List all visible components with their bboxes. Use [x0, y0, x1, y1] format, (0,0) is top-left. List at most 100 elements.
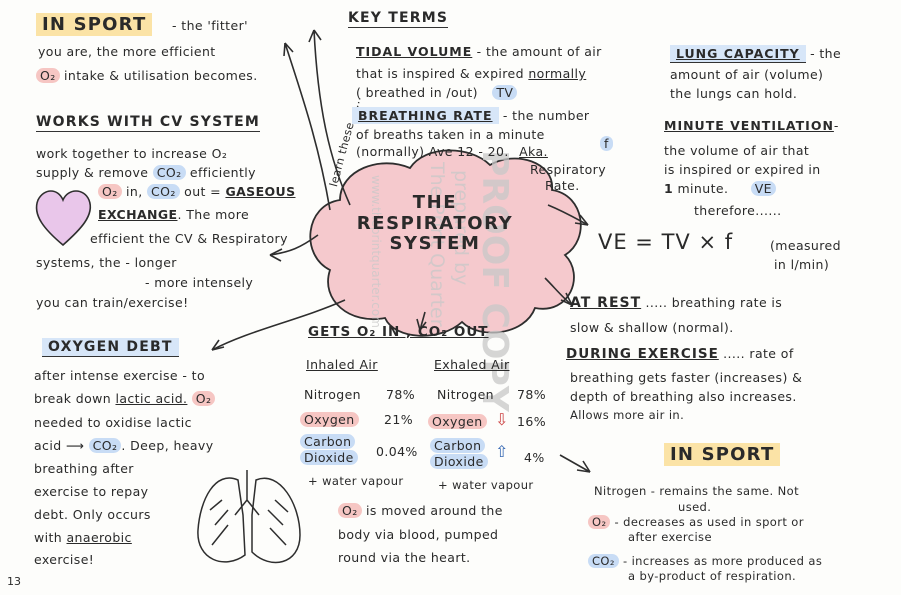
- connector-arrows: [211, 29, 591, 473]
- during-title: DURING EXERCISE: [566, 346, 719, 362]
- cv-line6: systems, the - longer: [36, 255, 177, 270]
- carbon-in-label: Carbon Dioxide: [300, 434, 358, 467]
- tidal-row2: that is inspired & expired normally: [356, 66, 586, 81]
- od-line4: acid ⟶ CO₂. Deep, heavy: [34, 438, 214, 453]
- br-f: f: [600, 136, 613, 151]
- od-line2: break down lactic acid. O₂: [34, 391, 216, 406]
- formula-note1: (measured: [770, 238, 841, 253]
- tidal-line1: - the amount of air: [476, 44, 602, 59]
- center-title-line1: THE: [412, 192, 458, 213]
- cv-line4: EXCHANGE. The more: [98, 207, 250, 222]
- cv-line3: O₂ in, CO₂ out = GASEOUS: [98, 184, 296, 199]
- in-sport-top-line2: you are, the more efficient: [38, 44, 216, 59]
- o2-moved-line2: body via blood, pumped: [338, 527, 499, 542]
- center-title-line2: RESPIRATORY: [356, 212, 514, 234]
- od-line9: exercise!: [34, 552, 95, 567]
- od-line1: after intense exercise - to: [34, 368, 206, 383]
- o2-badge: O₂: [36, 68, 60, 83]
- o2-moved-text1: is moved around the: [366, 503, 503, 518]
- lungs-icon: [197, 470, 301, 564]
- isb-o-text: - decreases as used in sport or: [614, 515, 804, 529]
- in-sport-top-line1: - the 'fitter': [172, 18, 248, 33]
- isb-c-line2: a by-product of respiration.: [628, 569, 797, 583]
- od-line6: exercise to repay: [34, 484, 149, 499]
- tidal-title: TIDAL VOLUME: [356, 44, 473, 59]
- o2-moved-badge: O₂: [338, 503, 362, 518]
- oxygen-out-text: Oxygen: [428, 414, 487, 429]
- o2-moved-line3: round via the heart.: [338, 550, 471, 565]
- nitrogen-out-label: Nitrogen: [437, 387, 494, 402]
- mv-title: MINUTE VENTILATION: [664, 118, 834, 133]
- cv-line7: - more intensely: [145, 275, 254, 290]
- br-line3: (normally) Ave 12 - 20.: [356, 144, 509, 159]
- o2-in-badge: O₂: [98, 184, 122, 199]
- isb-o-line2: after exercise: [628, 530, 712, 544]
- inhaled-header: Inhaled Air: [306, 357, 378, 372]
- br-line4: Respiratory: [530, 162, 607, 177]
- br-line1: - the number: [502, 108, 590, 123]
- cv-line8: you can train/exercise!: [36, 295, 189, 310]
- cv-line4-text: . The more: [177, 207, 250, 222]
- lung-line1: - the: [810, 46, 842, 61]
- water-out: + water vapour: [438, 478, 534, 492]
- carbon-in-value: 0.04%: [376, 444, 418, 459]
- up-arrow-icon: ⇧: [495, 442, 509, 461]
- tidal-line2: that is inspired & expired: [356, 66, 524, 81]
- during-line2: breathing gets faster (increases) &: [570, 370, 803, 385]
- f-abbr: f: [600, 136, 613, 151]
- od-line4b: . Deep, heavy: [121, 438, 214, 453]
- carbon-out-text: Carbon: [430, 438, 486, 453]
- od-anaerobic: anaerobic: [66, 530, 132, 545]
- co2-out-badge: CO₂: [146, 184, 180, 199]
- br-aka: Aka.: [519, 144, 548, 159]
- oxygen-debt-heading: OXYGEN DEBT: [42, 338, 179, 357]
- oxygen-in-value: 21%: [384, 412, 413, 427]
- nitrogen-out-value: 78%: [517, 387, 546, 402]
- exhaled-header: Exhaled Air: [434, 357, 510, 372]
- br-row3: (normally) Ave 12 - 20. Aka.: [356, 144, 548, 159]
- mv-minute: minute.: [677, 181, 729, 196]
- cv-line2b: efficiently: [189, 165, 256, 180]
- lung-line2: amount of air (volume): [670, 67, 824, 82]
- cv-line2: supply & remove CO₂ efficiently: [36, 165, 256, 180]
- lung-title: LUNG CAPACITY: [670, 45, 806, 63]
- isb-n-line1: Nitrogen - remains the same. Not: [594, 484, 799, 498]
- oxygen-out-value: 16%: [517, 414, 546, 429]
- gas-heading: GETS O₂ IN , CO₂ OUT: [308, 324, 489, 340]
- od-line8: with anaerobic: [34, 530, 132, 545]
- nitrogen-in-value: 78%: [386, 387, 415, 402]
- cv-line3a: in,: [126, 184, 143, 199]
- during-row1: DURING EXERCISE ..... rate of: [566, 346, 794, 362]
- water-in: + water vapour: [308, 474, 404, 488]
- formula-ve: VE = TV × f: [598, 230, 734, 254]
- isb-o-line1: O₂ - decreases as used in sport or: [588, 515, 804, 529]
- tv-abbr: TV: [492, 85, 518, 100]
- o2-moved-line1: O₂ is moved around the: [338, 503, 503, 518]
- mv-line2: is inspired or expired in: [664, 162, 821, 177]
- isb-n-line2: used.: [678, 500, 712, 514]
- rest-line1: ..... breathing rate is: [645, 295, 783, 310]
- in-sport-top-line3: O₂ intake & utilisation becomes.: [36, 68, 258, 83]
- od-line5: breathing after: [34, 461, 134, 476]
- dioxide-in-text: Dioxide: [300, 450, 358, 466]
- lung-line3: the lungs can hold.: [670, 86, 798, 101]
- during-line3: depth of breathing also increases.: [570, 389, 797, 404]
- key-terms-heading: KEY TERMS: [348, 10, 449, 28]
- mv-line4: therefore......: [694, 203, 782, 218]
- cloud-shape: [309, 149, 582, 337]
- ve-abbr: VE: [750, 181, 776, 196]
- page-number: 13: [7, 575, 21, 588]
- during-line4: Allows more air in.: [570, 408, 685, 422]
- isb-c-text: - increases as more produced as: [622, 554, 823, 568]
- oxygen-out-label: Oxygen: [428, 414, 487, 429]
- co2-badge: CO₂: [152, 165, 186, 180]
- od-arrow-icon: ⟶: [65, 438, 85, 453]
- nitrogen-in-label: Nitrogen: [304, 387, 361, 402]
- od-lactic: lactic acid.: [115, 391, 188, 406]
- in-sport-bottom-heading: IN SPORT: [664, 443, 781, 466]
- down-arrow-icon: ⇩: [495, 410, 509, 429]
- br-row1: BREATHING RATE - the number: [352, 107, 590, 124]
- od-line2a: break down: [34, 391, 112, 406]
- during-line1: ..... rate of: [723, 346, 794, 361]
